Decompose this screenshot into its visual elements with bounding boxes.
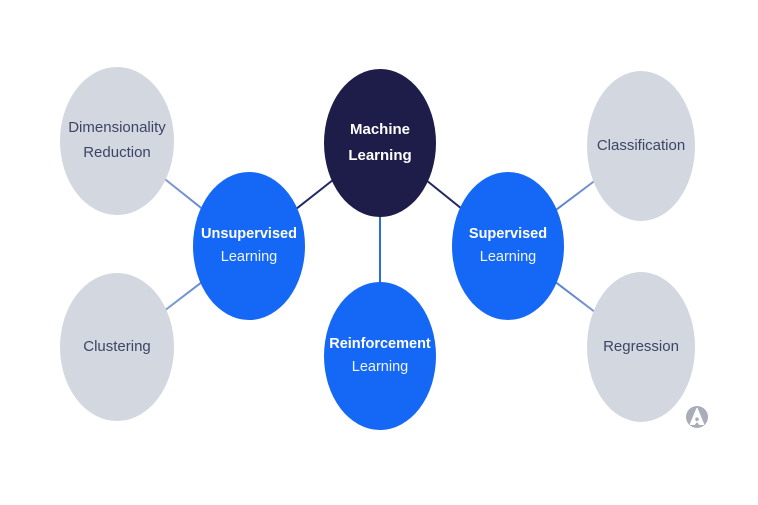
node-regression: Regression [587,272,695,422]
node-regression-label: Regression [603,337,679,355]
node-reinforcement-learning: Reinforcement Learning [324,282,436,430]
node-classification: Classification [587,71,695,221]
node-clustering: Clustering [60,273,174,421]
node-unsupervised-subtitle: Learning [220,249,278,265]
node-machine-learning-label: Machine Learning [348,120,412,164]
brand-logo-letter-a-icon [686,406,708,428]
node-unsupervised-title: Unsupervised [201,225,297,242]
node-machine-learning: Machine Learning [324,69,436,217]
node-clustering-label: Clustering [83,337,151,355]
node-supervised-learning: Supervised Learning [452,172,564,320]
node-reinforcement-title: Reinforcement [329,335,431,352]
node-classification-label: Classification [596,136,686,154]
node-reinforcement-subtitle: Learning [351,359,409,375]
node-dimensionality-reduction-label: Dimensionality Reduction [68,119,166,161]
node-supervised-subtitle: Learning [479,249,537,265]
node-unsupervised-learning: Unsupervised Learning [193,172,305,320]
node-dimensionality-reduction: Dimensionality Reduction [60,67,174,215]
node-supervised-title: Supervised [468,225,548,242]
